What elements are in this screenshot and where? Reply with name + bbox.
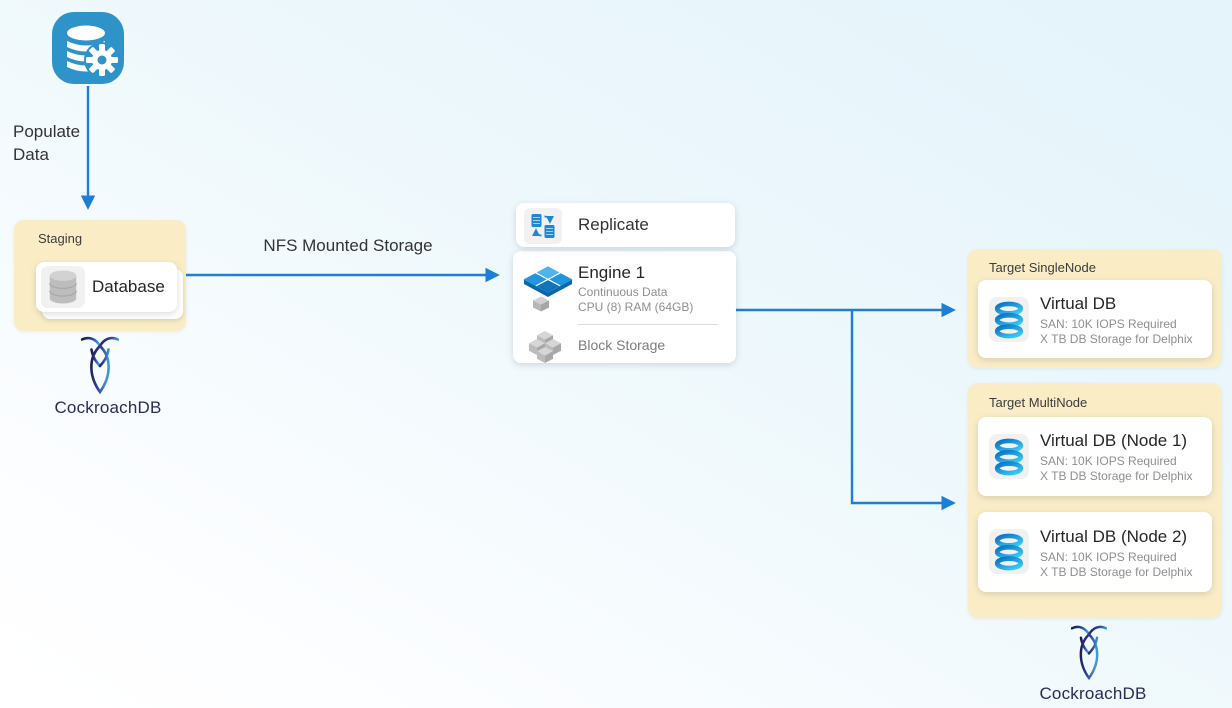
- cockroachdb-logo-mark: [1071, 625, 1107, 681]
- arrow-engine-to-multinode: [850, 310, 956, 511]
- cockroachdb-logo-text: CockroachDB: [54, 398, 162, 417]
- staging-group: Staging Database: [14, 220, 186, 331]
- database-card-label: Database: [92, 277, 165, 296]
- target-multinode-group: Target MultiNode Virtual DB (Node 1) SAN…: [968, 383, 1222, 618]
- virtual-db-rings-icon: [994, 301, 1024, 338]
- block-storage-label: Block Storage: [578, 337, 666, 353]
- virtual-db-title: Virtual DB: [1040, 294, 1117, 313]
- database-cylinder-icon: [49, 270, 77, 304]
- virtual-db-storage-line: X TB DB Storage for Delphix: [1040, 332, 1193, 346]
- block-storage-cubes-icon: [528, 330, 562, 364]
- virtual-db-node2-san-line: SAN: 10K IOPS Required: [1040, 550, 1177, 564]
- replicate-label: Replicate: [578, 215, 649, 234]
- virtual-db-node1-card: Virtual DB (Node 1) SAN: 10K IOPS Requir…: [978, 417, 1212, 496]
- cockroachdb-logo-text: CockroachDB: [1039, 684, 1147, 703]
- database-gear-icon: [52, 12, 124, 84]
- virtual-db-node2-card: Virtual DB (Node 2) SAN: 10K IOPS Requir…: [978, 512, 1212, 592]
- virtual-db-icon-tile: [989, 297, 1029, 342]
- replicate-card: Replicate: [516, 203, 735, 247]
- engine-detail-continuous-data: Continuous Data: [578, 285, 668, 299]
- target-singlenode-group: Target SingleNode Virtual DB SAN: 10K IO…: [968, 249, 1222, 368]
- virtual-db-card: Virtual DB SAN: 10K IOPS Required X TB D…: [978, 280, 1212, 358]
- virtual-db-rings-icon: [994, 438, 1024, 475]
- virtual-db-node1-san-line: SAN: 10K IOPS Required: [1040, 454, 1177, 468]
- engine-card: Engine 1 Continuous Data CPU (8) RAM (64…: [513, 251, 736, 364]
- replicate-icon-tile: [524, 208, 562, 244]
- virtual-db-node1-title: Virtual DB (Node 1): [1040, 431, 1188, 450]
- virtual-db-icon-tile: [989, 434, 1029, 479]
- virtual-db-node2-storage-line: X TB DB Storage for Delphix: [1040, 565, 1193, 579]
- database-icon-tile: [41, 266, 85, 308]
- engine-detail-cpu-ram: CPU (8) RAM (64GB): [578, 300, 694, 314]
- target-multinode-title: Target MultiNode: [989, 395, 1088, 410]
- engine-platform-icon: [523, 266, 573, 312]
- replicate-sync-icon: [531, 214, 555, 238]
- virtual-db-san-line: SAN: 10K IOPS Required: [1040, 317, 1177, 331]
- staging-group-title: Staging: [38, 231, 83, 246]
- cockroachdb-logo-mark: [81, 336, 119, 395]
- virtual-db-node1-storage-line: X TB DB Storage for Delphix: [1040, 469, 1193, 483]
- populate-data-label: Populate Data: [13, 122, 81, 164]
- engine-title: Engine 1: [578, 263, 646, 282]
- nfs-mounted-storage-label: NFS Mounted Storage: [263, 236, 433, 255]
- virtual-db-icon-tile: [989, 529, 1029, 574]
- virtual-db-rings-icon: [994, 533, 1024, 570]
- virtual-db-node2-title: Virtual DB (Node 2): [1040, 527, 1188, 546]
- staging-database-card: Database: [36, 262, 177, 312]
- target-singlenode-title: Target SingleNode: [989, 260, 1096, 275]
- engine-card-divider: [578, 324, 718, 325]
